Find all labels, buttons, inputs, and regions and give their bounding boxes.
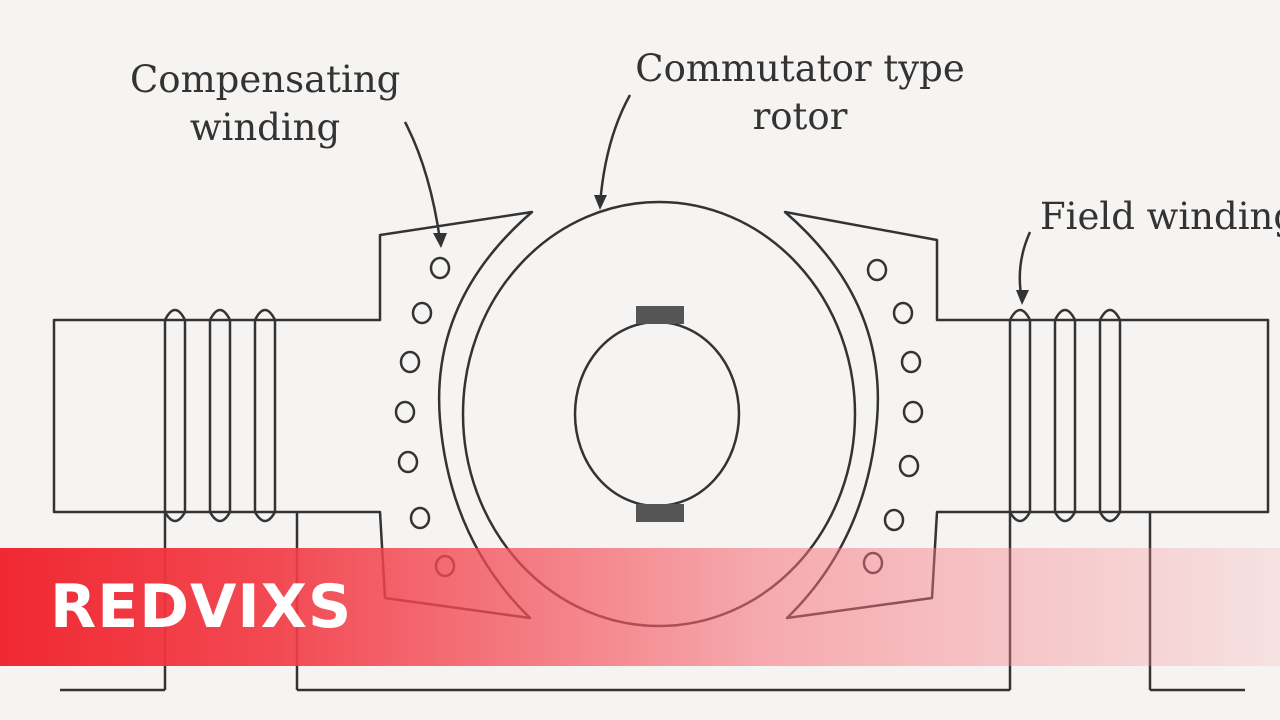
field-winding-label: Field winding (1040, 195, 1280, 238)
compensating-label-line2: winding (189, 106, 341, 149)
compensating-arrowhead (433, 233, 447, 248)
compensating-label-line1: Compensating (130, 58, 401, 101)
rotor-arrowhead (594, 195, 607, 210)
rotor-shaft (573, 320, 741, 508)
compensating-winding-label: Compensating winding (130, 56, 400, 152)
bottom-brush (636, 504, 684, 522)
field-arrow (1018, 231, 1032, 301)
rotor-label-line1: Commutator type (635, 47, 965, 90)
right-compensating-conductors (862, 258, 924, 575)
commutator-rotor-label: Commutator type rotor (630, 45, 970, 141)
left-compensating-conductors (394, 256, 456, 578)
brand-banner (0, 548, 1280, 666)
rotor-arrow (598, 94, 632, 206)
rotor-label-line2: rotor (752, 95, 848, 138)
top-brush (636, 306, 684, 324)
field-arrowhead (1016, 290, 1029, 305)
compensating-arrow (403, 121, 442, 241)
brand-logo-text: REDVIXS (50, 572, 353, 642)
